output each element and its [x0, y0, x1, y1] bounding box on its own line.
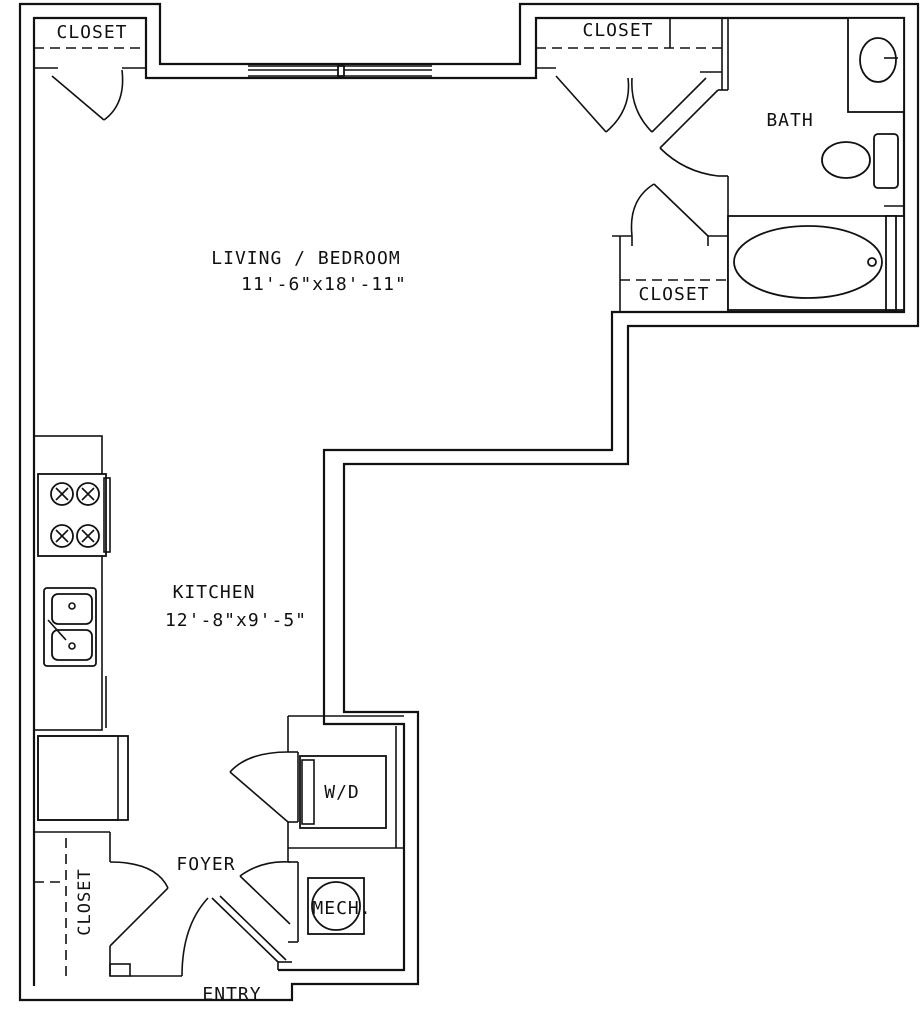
top-window	[248, 65, 432, 77]
closet-bath-side: CLOSET	[612, 183, 728, 312]
kitchen-size: 12'-8"x9'-5"	[165, 610, 307, 631]
kitchen-label: KITCHEN	[173, 582, 256, 603]
closet-bath-side-label: CLOSET	[638, 284, 709, 305]
closet-top-center: CLOSET	[536, 18, 723, 133]
closet-foyer-side-label: CLOSET	[75, 868, 95, 935]
mech-label: MECH.	[312, 898, 371, 919]
entry-doors	[130, 860, 292, 977]
bath-label: BATH	[766, 110, 813, 131]
closet-top-center-label: CLOSET	[582, 20, 653, 41]
wd-label: W/D	[324, 782, 360, 803]
toilet-tank	[873, 133, 899, 189]
living-bedroom-label: LIVING / BEDROOM	[211, 248, 400, 269]
laundry-mech: W/D MECH.	[229, 715, 404, 943]
closet-foyer-side: CLOSET	[34, 831, 169, 977]
foyer-label: FOYER	[176, 854, 235, 875]
outer-walls	[18, 2, 920, 1002]
closet-top-left: CLOSET	[34, 22, 146, 121]
closet-top-left-label: CLOSET	[56, 22, 127, 43]
kitchen: KITCHEN 12'-8"x9'-5"	[33, 435, 307, 821]
kitchen-counter	[33, 435, 103, 731]
toilet-bowl	[821, 141, 871, 179]
sink	[859, 37, 897, 83]
living-bedroom-size: 11'-6"x18'-11"	[241, 274, 407, 295]
entry-label: ENTRY	[202, 984, 261, 1005]
refrigerator	[37, 735, 129, 821]
bath: BATH	[659, 17, 905, 312]
